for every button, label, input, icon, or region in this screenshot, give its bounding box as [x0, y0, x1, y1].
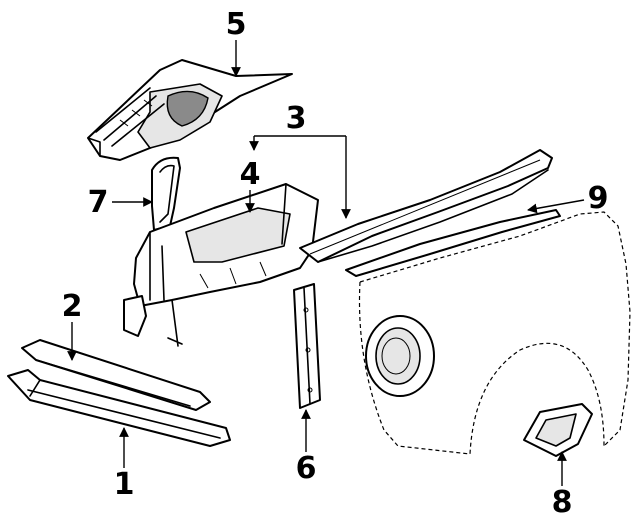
part-8-gusset — [523, 403, 593, 457]
part-4-inner-fender — [123, 183, 319, 347]
part-7-bracket — [151, 156, 181, 231]
callout-4: 4 — [240, 157, 261, 192]
part-6-support — [293, 283, 321, 409]
callout-9: 9 — [588, 181, 609, 216]
part-9-molding — [345, 209, 561, 277]
callout-3: 3 — [286, 101, 307, 136]
callout-1: 1 — [114, 467, 135, 502]
callout-6: 6 — [296, 451, 317, 486]
callout-7: 7 — [88, 185, 109, 220]
callout-8: 8 — [552, 485, 573, 520]
part-5-cowl-panel — [87, 59, 293, 161]
part-1-lower-crossmember — [7, 369, 231, 447]
callout-2: 2 — [62, 289, 83, 324]
leader-9 — [527, 199, 585, 214]
callout-5: 5 — [226, 7, 247, 42]
fender-outline — [358, 211, 631, 455]
part-3-upper-rail — [299, 149, 553, 263]
